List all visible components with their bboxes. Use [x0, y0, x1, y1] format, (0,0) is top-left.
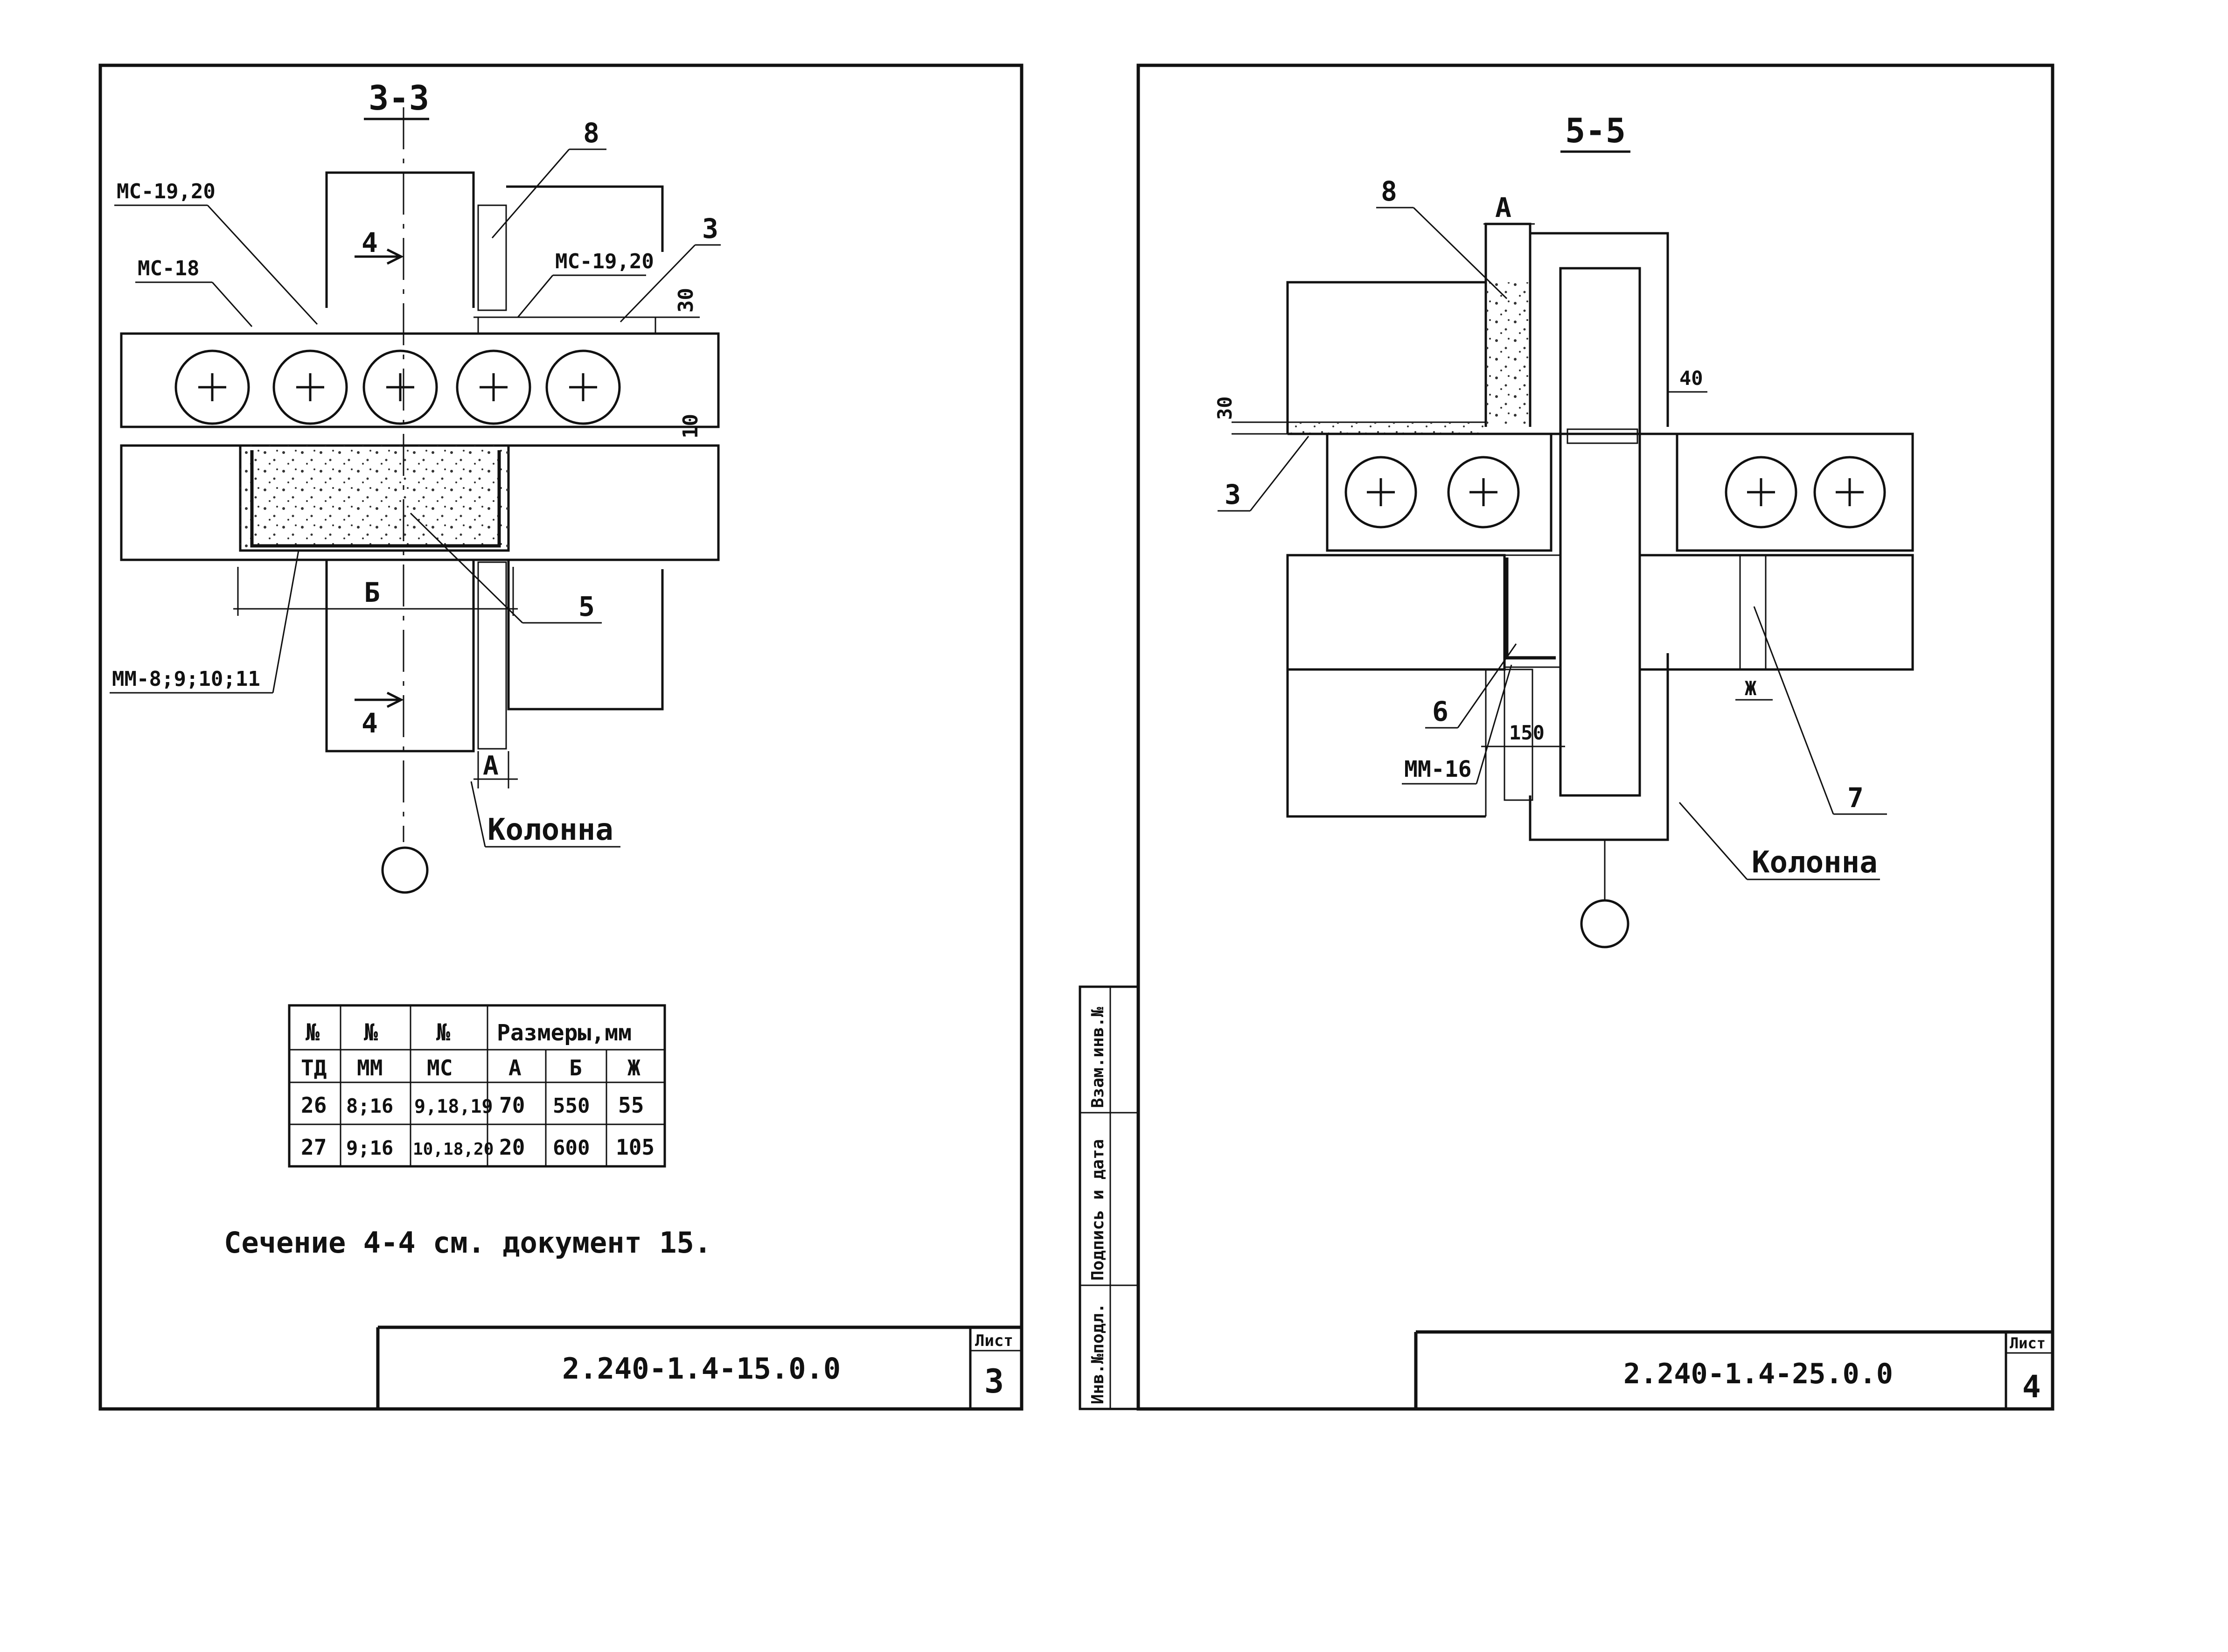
left-arrow-4-top: 4: [362, 227, 378, 258]
left-hollow-cores: [174, 349, 621, 425]
table-header-b: Б: [569, 1055, 582, 1080]
left-doc-code: 2.240-1.4-15.0.0: [562, 1352, 841, 1386]
right-title-block: 2.240-1.4-25.0.0 Лист 4: [1414, 1330, 2053, 1409]
table-header-a: А: [508, 1055, 522, 1080]
table-header-td: ТД: [301, 1055, 327, 1080]
right-label-8: 8: [1381, 175, 1397, 207]
left-axis-marker: [381, 846, 429, 894]
right-doc-code: 2.240-1.4-25.0.0: [1623, 1358, 1893, 1390]
table-cell: 10,18,20: [413, 1140, 494, 1159]
left-sheet-label: Лист: [975, 1331, 1013, 1350]
left-dim-b: Б: [364, 577, 380, 608]
table-header-zh: Ж: [627, 1055, 641, 1080]
right-label-7: 7: [1847, 782, 1864, 814]
stamp-replace-inv: Взам.инв.№: [1088, 1007, 1107, 1108]
table-cell: 26: [301, 1093, 327, 1118]
right-beam-left: [1286, 554, 1506, 671]
right-dim-150: 150: [1509, 721, 1545, 744]
right-label-mm-16: ММ-16: [1404, 756, 1472, 782]
left-section-title: 3-3: [369, 78, 429, 118]
table-header-mm-no: №: [364, 1019, 378, 1046]
left-hollow-slab: [120, 332, 720, 428]
table-cell: 55: [618, 1093, 644, 1118]
left-title-block: 2.240-1.4-15.0.0 Лист 3: [376, 1325, 1022, 1409]
right-dim-30: 30: [1213, 396, 1236, 420]
right-sheet-frame: [1136, 63, 2054, 1411]
table-cell: 27: [301, 1135, 327, 1160]
left-arrow-4-bottom: 4: [362, 707, 378, 739]
right-axis-marker: [1580, 899, 1629, 948]
table-header-mc-no: №: [436, 1019, 450, 1046]
table-header-mm: ММ: [357, 1055, 383, 1080]
left-label-mc-18: МС-18: [138, 257, 199, 280]
left-label-5: 5: [578, 591, 595, 622]
left-sheet-frame: [98, 63, 1023, 1411]
left-label-mc-19-20-b: МС-19,20: [555, 250, 654, 273]
right-sheet-label: Лист: [2010, 1334, 2046, 1352]
left-section-note: Сечение 4-4 см. документ 15.: [224, 1226, 711, 1260]
left-dimension-table: № № № Размеры,мм ТД ММ МС А Б Ж 26 8;16 …: [288, 1004, 666, 1168]
table-cell: 9;16: [346, 1136, 393, 1159]
table-cell: 70: [499, 1093, 525, 1118]
table-header-dimensions: Размеры,мм: [497, 1020, 632, 1046]
right-sheet-no: 4: [2022, 1369, 2041, 1405]
left-dim-30: 30: [674, 288, 698, 313]
right-label-column: Колонна: [1752, 845, 1878, 880]
left-sheet-no: 3: [984, 1362, 1004, 1401]
left-sheet: 3-3: [98, 63, 1023, 1411]
right-beam-right: [1638, 554, 1914, 671]
right-sheet: Инв.№подл. Подпись и дата Взам.инв.№ 5-5: [1079, 63, 2054, 1411]
table-header-mc: МС: [427, 1055, 453, 1080]
left-dim-a: А: [483, 751, 499, 781]
right-side-stamp: Инв.№подл. Подпись и дата Взам.инв.№: [1079, 985, 1140, 1410]
left-label-3: 3: [702, 213, 718, 244]
left-label-column: Колонна: [487, 813, 613, 847]
table-header-td-no: №: [306, 1019, 320, 1046]
right-dim-a: А: [1495, 192, 1511, 223]
table-cell: 105: [616, 1135, 654, 1160]
stamp-inv-no: Инв.№подл.: [1088, 1303, 1107, 1404]
left-dim-10: 10: [679, 414, 703, 439]
stamp-signature-date: Подпись и дата: [1088, 1139, 1107, 1281]
right-section-title: 5-5: [1565, 111, 1626, 150]
left-label-mc-19-20-a: МС-19,20: [117, 180, 216, 203]
left-label-8: 8: [583, 117, 599, 149]
right-dim-zh: Ж: [1745, 677, 1757, 700]
table-cell: 550: [553, 1094, 590, 1118]
left-label-mm: ММ-8;9;10;11: [112, 667, 260, 691]
right-label-6: 6: [1432, 696, 1448, 727]
right-column: [1559, 267, 1641, 797]
right-dim-40: 40: [1679, 367, 1703, 390]
table-cell: 20: [499, 1135, 525, 1160]
table-cell: 8;16: [346, 1094, 393, 1117]
table-cell: 9,18,19: [414, 1096, 493, 1117]
right-label-3: 3: [1225, 479, 1241, 510]
table-cell: 600: [553, 1136, 590, 1160]
